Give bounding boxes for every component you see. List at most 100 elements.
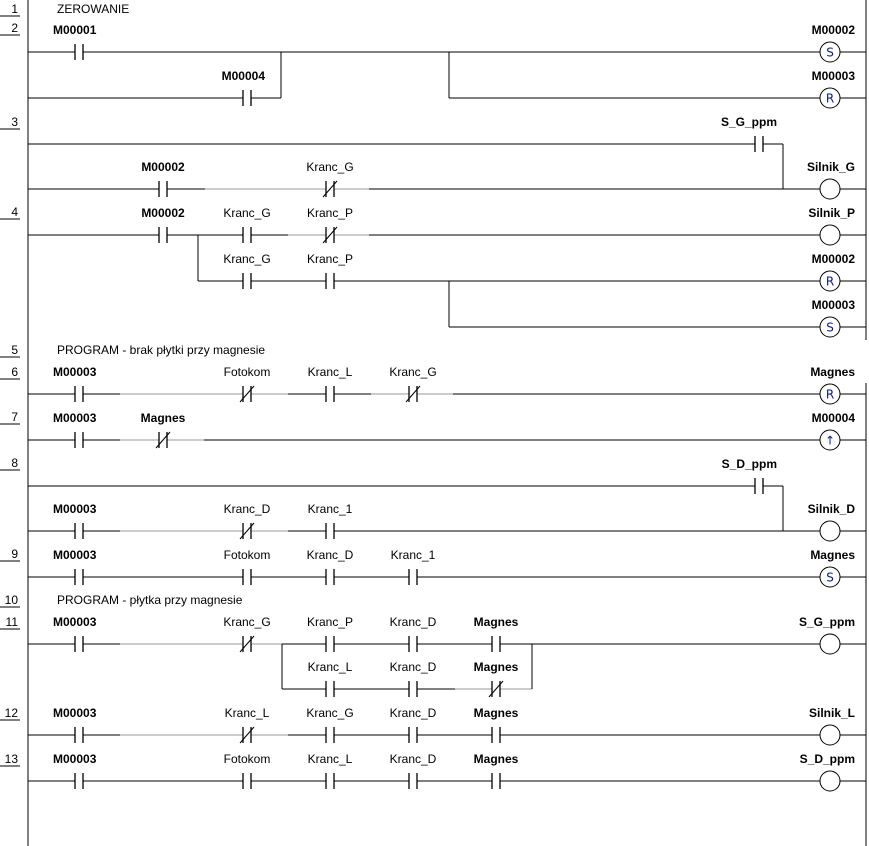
nc-contact: Kranc_D — [224, 502, 271, 540]
coil-circle — [819, 87, 841, 109]
coil-label: Silnik_L — [809, 706, 855, 720]
contact-label: M00002 — [141, 160, 185, 174]
coil-mark: S — [826, 571, 834, 585]
no-contact: S_D_ppm — [722, 457, 777, 494]
coil-circle — [819, 429, 841, 451]
coil-label: Silnik_G — [807, 160, 855, 174]
coil-label: S_G_ppm — [799, 615, 855, 629]
contact-label: M00003 — [53, 615, 97, 629]
coil-circle — [819, 41, 841, 63]
coil: R M00003 — [812, 69, 856, 109]
nc-contact: Magnes — [141, 411, 186, 449]
contact-label: Kranc_L — [225, 706, 270, 720]
contact-slash — [155, 431, 171, 449]
rung-number: 3 — [11, 115, 18, 129]
coil-mark: R — [826, 388, 834, 402]
contact-label: Kranc_L — [308, 752, 353, 766]
nc-contact: Kranc_G — [306, 160, 354, 198]
no-contact: Kranc_D — [390, 660, 437, 697]
contact-slash — [405, 385, 421, 403]
contact-label: Kranc_P — [307, 615, 353, 629]
coil-circle — [819, 224, 841, 246]
contact-label: Kranc_1 — [308, 502, 353, 516]
coil-circle — [819, 316, 841, 338]
coil-circle — [819, 270, 841, 292]
coil-circle — [819, 724, 841, 746]
contact-label: Kranc_G — [223, 252, 270, 266]
contact-label: Kranc_L — [308, 660, 353, 674]
contact-label: Kranc_P — [307, 252, 353, 266]
nc-contact: Magnes — [474, 660, 519, 698]
contact-label: Kranc_P — [307, 206, 353, 220]
coil-label: S_D_ppm — [800, 752, 855, 766]
contact-label: Fotokom — [224, 548, 271, 562]
contact-slash — [239, 635, 255, 653]
contact-label: M00003 — [53, 411, 97, 425]
no-contact: M00003 — [53, 411, 97, 448]
contact-label: Kranc_G — [389, 365, 436, 379]
contact-label: Magnes — [474, 706, 519, 720]
no-contact: Kranc_D — [390, 752, 437, 789]
no-contact: M00001 — [53, 23, 97, 60]
coil-label: Silnik_P — [808, 206, 855, 220]
coil-circle — [819, 770, 841, 792]
coils: SM00002RM00003Silnik_GSilnik_PRM00002SM0… — [799, 23, 856, 792]
wires — [27, 51, 866, 782]
rung-comment: PROGRAM - brak płytki przy magnesie — [57, 343, 265, 357]
no-contact: Kranc_1 — [391, 548, 436, 585]
nc-contact: Kranc_L — [225, 706, 270, 744]
contact-label: Fotokom — [224, 365, 271, 379]
coil: S_D_ppm — [800, 752, 855, 792]
contact-label: Kranc_G — [306, 706, 353, 720]
contact-label: Magnes — [474, 615, 519, 629]
coil-circle — [819, 566, 841, 588]
coil-circle — [819, 383, 841, 405]
contact-label: M00001 — [53, 23, 97, 37]
contact-label: M00002 — [141, 206, 185, 220]
coil-label: M00002 — [812, 23, 856, 37]
no-contact: Kranc_L — [308, 660, 353, 697]
contact-label: M00003 — [53, 752, 97, 766]
no-contact: Magnes — [474, 752, 519, 789]
nc-contact: Kranc_G — [389, 365, 437, 403]
coil-mark: R — [826, 275, 834, 289]
rung-number: 5 — [11, 343, 18, 357]
contact-label: M00003 — [53, 706, 97, 720]
coil-circle — [819, 178, 841, 200]
no-contact: Kranc_P — [307, 252, 353, 289]
rung-number: 2 — [11, 21, 18, 35]
contact-label: Kranc_D — [307, 548, 354, 562]
no-contact: Kranc_D — [390, 706, 437, 743]
power-rails — [27, 0, 867, 846]
contact-label: Kranc_D — [390, 752, 437, 766]
contact-label: Kranc_L — [308, 365, 353, 379]
coil-mark: ↑ — [825, 434, 835, 448]
coil-mark: R — [826, 92, 834, 106]
no-contact: Kranc_L — [308, 365, 353, 402]
contact-label: Kranc_D — [224, 502, 271, 516]
coil: Silnik_G — [807, 160, 855, 200]
contact-label: Magnes — [141, 411, 186, 425]
rung-number: 11 — [6, 615, 19, 629]
contact-label: M00003 — [53, 548, 97, 562]
no-contact: Kranc_D — [307, 548, 354, 585]
no-contact: Kranc_G — [306, 706, 354, 743]
coil-label: M00003 — [812, 69, 856, 83]
contact-slash — [239, 385, 255, 403]
no-contact: Magnes — [474, 706, 519, 743]
rung-number: 8 — [11, 456, 18, 470]
coil-label: Magnes — [810, 365, 855, 379]
coil: S_G_ppm — [799, 615, 855, 655]
no-contact: Kranc_L — [308, 752, 353, 789]
no-contact: M00003 — [53, 548, 97, 585]
no-contact: Kranc_G — [223, 206, 271, 243]
rung-number: 12 — [5, 706, 19, 720]
rung-number: 13 — [5, 752, 19, 766]
coil-circle — [819, 633, 841, 655]
no-contact: M00003 — [53, 706, 97, 743]
